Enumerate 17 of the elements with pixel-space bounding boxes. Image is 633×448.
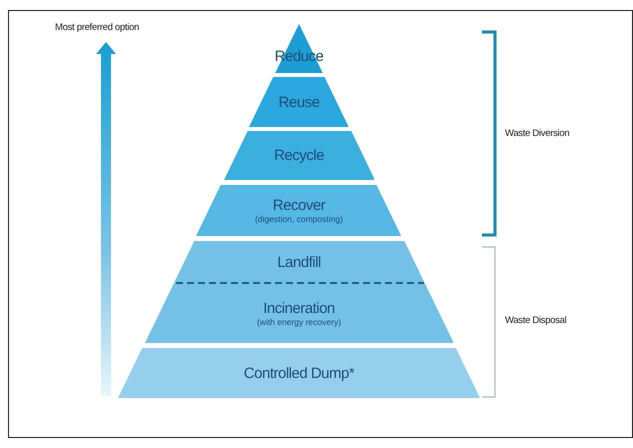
tier-label: Reuse	[278, 94, 320, 110]
pyramid-tier	[224, 131, 374, 180]
tier-label: Recycle	[274, 147, 324, 164]
pyramid-tier	[249, 77, 349, 127]
tier-label: Incineration	[263, 300, 335, 316]
pyramid-tier	[144, 283, 454, 343]
bracket-label: Waste Diversion	[505, 128, 570, 139]
pyramid-tier	[118, 348, 480, 398]
tier-label: Landfill	[277, 254, 321, 270]
tier-note: (with energy recovery)	[256, 316, 342, 326]
tier-label: Recover	[272, 197, 326, 214]
axis-label: Most preferred option	[55, 22, 139, 33]
pyramid-tier	[196, 185, 402, 236]
pyramid-tier	[174, 241, 424, 283]
tier-note: (digestion, composting)	[255, 214, 343, 224]
bracket-label: Waste Disposal	[505, 315, 566, 326]
tier-label: Controlled Dump*	[244, 364, 354, 382]
